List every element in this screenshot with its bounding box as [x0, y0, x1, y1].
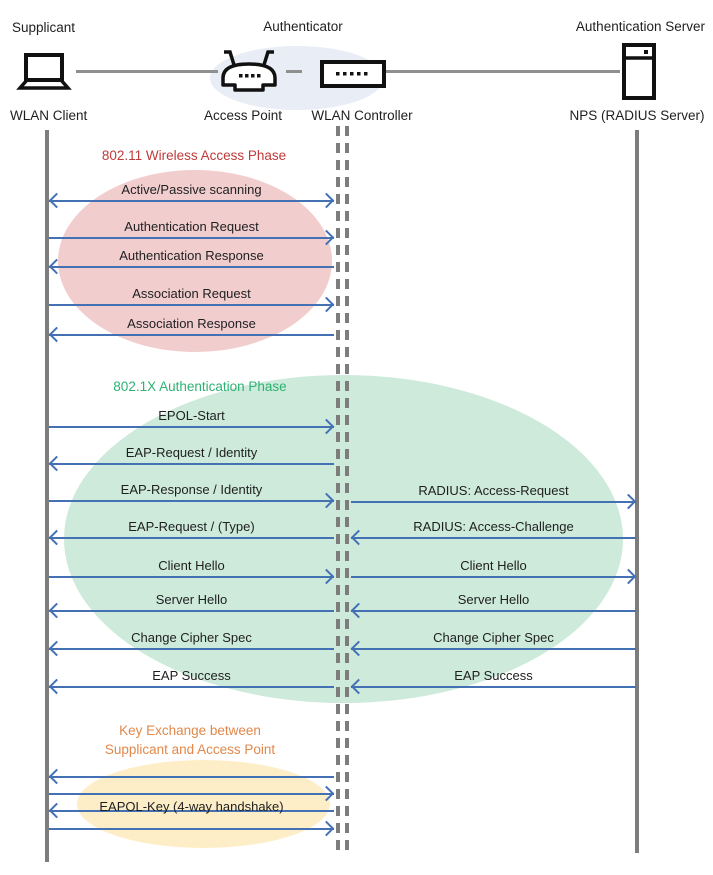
role-label-supplicant: Supplicant	[12, 20, 76, 35]
message-label: Client Hello	[158, 558, 225, 573]
server-icon	[622, 43, 656, 100]
message-arrow-line	[49, 537, 334, 539]
message-arrow-line	[351, 648, 636, 650]
arrowhead-left-icon	[48, 768, 65, 785]
message-arrow-line	[49, 304, 334, 306]
device-label-wlan-client: WLAN Client	[10, 108, 88, 123]
message-label: EAP Success	[454, 668, 533, 683]
message-label: Active/Passive scanning	[121, 182, 262, 197]
phase-title-8021x: 802.1X Authentication Phase	[113, 379, 287, 394]
lifeline-nps-server	[635, 130, 639, 853]
message-arrow-line	[49, 576, 334, 578]
message-label: Association Request	[132, 286, 251, 301]
message-arrow-line	[351, 686, 636, 688]
message-arrow-line	[49, 828, 334, 830]
message-arrow-line	[49, 266, 334, 268]
message-arrow-line	[49, 334, 334, 336]
message-arrow-line	[49, 463, 334, 465]
phase-title-key-exchange-line2: Supplicant and Access Point	[104, 742, 276, 757]
device-label-access-point: Access Point	[203, 108, 283, 123]
message-arrow-line	[49, 200, 334, 202]
message-label: EAP-Request / (Type)	[128, 519, 255, 534]
message-label: Client Hello	[460, 558, 527, 573]
connector-controller-server	[386, 70, 620, 73]
role-label-authentication-server: Authentication Server	[575, 19, 705, 34]
message-label: RADIUS: Access-Challenge	[413, 519, 574, 534]
phase-title-80211: 802.11 Wireless Access Phase	[101, 148, 287, 163]
message-label: Change Cipher Spec	[433, 630, 554, 645]
phase-title-key-exchange-line1: Key Exchange between	[119, 723, 261, 738]
connector-ap-controller	[286, 70, 302, 73]
device-label-wlan-controller: WLAN Controller	[311, 108, 413, 123]
message-label: EPOL-Start	[158, 408, 225, 423]
message-label: Server Hello	[457, 592, 530, 607]
message-arrow-line	[351, 610, 636, 612]
message-label: EAP Success	[152, 668, 231, 683]
message-arrow-line	[49, 810, 334, 812]
message-arrow-line	[351, 576, 636, 578]
phase-title-key-exchange: Key Exchange between Supplicant and Acce…	[45, 721, 335, 759]
role-label-authenticator: Authenticator	[263, 19, 343, 34]
message-label: Change Cipher Spec	[131, 630, 252, 645]
message-label: RADIUS: Access-Request	[418, 483, 569, 498]
message-arrow-line	[49, 776, 334, 778]
message-label: EAPOL-Key (4-way handshake)	[99, 799, 284, 814]
arrowhead-right-icon	[318, 820, 335, 837]
message-label: Authentication Request	[124, 219, 259, 234]
message-arrow-line	[49, 793, 334, 795]
phase-ellipse-8021x	[64, 375, 623, 703]
wlan-controller-icon	[320, 60, 386, 88]
laptop-icon	[16, 53, 72, 90]
message-arrow-line	[49, 686, 334, 688]
lifeline-wlan-controller-right	[345, 126, 349, 854]
message-label: Server Hello	[155, 592, 228, 607]
connector-client-ap	[76, 70, 218, 73]
message-arrow-line	[351, 501, 636, 503]
lifeline-wlan-controller-left	[336, 126, 340, 854]
message-arrow-line	[49, 648, 334, 650]
message-label: Association Response	[127, 316, 256, 331]
lifeline-wlan-client	[45, 130, 49, 862]
message-arrow-line	[49, 610, 334, 612]
message-arrow-line	[49, 500, 334, 502]
message-arrow-line	[49, 426, 334, 428]
phase-ellipse-key-exchange	[77, 760, 330, 848]
message-label: EAP-Response / Identity	[120, 482, 263, 497]
access-point-icon	[221, 50, 277, 92]
message-arrow-line	[49, 237, 334, 239]
message-label: Authentication Response	[119, 248, 264, 263]
device-label-nps-radius-server: NPS (RADIUS Server)	[569, 108, 705, 123]
message-arrow-line	[351, 537, 636, 539]
message-label: EAP-Request / Identity	[125, 445, 258, 460]
